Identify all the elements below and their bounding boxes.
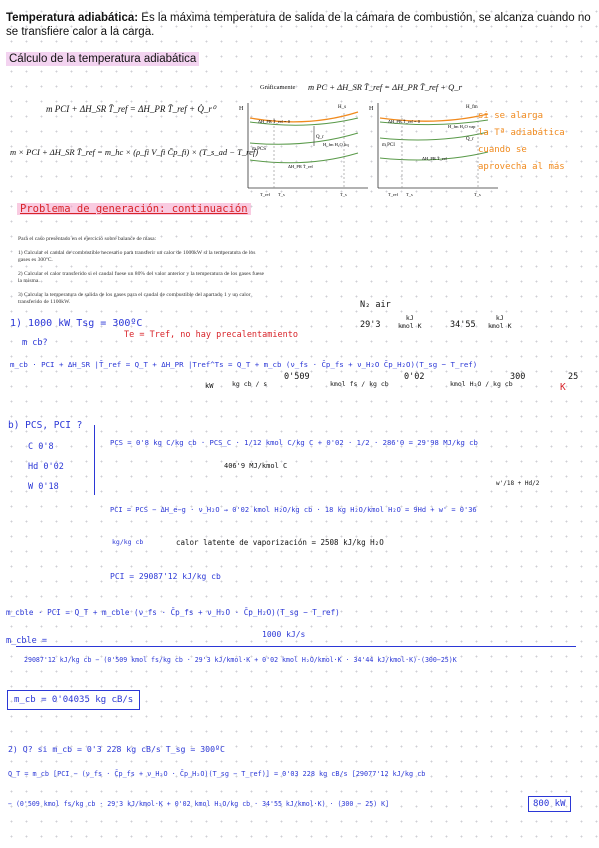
rg-Hm: H_fm	[466, 105, 478, 110]
lg-tag1: ΔH_PR T̄_ref = 0	[258, 119, 291, 124]
lg-Qr: Q_r	[316, 135, 324, 140]
part-b-heading: b) PCS, PCI ?	[8, 420, 83, 431]
problem-statement: Para el caso presentado en el ejercicio …	[18, 236, 268, 313]
comp-w: W 0'18	[28, 482, 59, 492]
side-note-line: aprovecha al más	[478, 162, 565, 172]
note-cp2: 34'55	[450, 320, 476, 330]
lg-Hfm: H_fm H₂O liq	[323, 142, 349, 147]
formula-2: m × PCI + ΔH_SR T̄_ref = m_hc × (ρ_fi V_…	[10, 147, 259, 157]
rg-H: H	[369, 106, 374, 112]
result-q-box: 800 kW	[528, 796, 571, 812]
fraction-bar	[16, 646, 576, 647]
section-subtitle: Cálculo de la temperatura adiabática	[6, 52, 200, 66]
latent-heat: calor latente de vaporización = 2508 kJ/…	[176, 538, 384, 547]
rg-Hfm: H_fm H₂O vap	[448, 124, 476, 129]
rg-Qr: Q_r	[466, 137, 474, 142]
problem-q1: 1) Calcular el caudal de combustible nec…	[18, 250, 256, 263]
problem-q2: 2) Calcular el calor transferido si el c…	[18, 271, 265, 284]
q-equation: Q_T = m_cb [PCI − (ν_fs · C̄p_fs + ν_H₂O…	[8, 770, 426, 778]
lg-tref: T_ref	[260, 192, 270, 197]
graph-caption: Gráficamente	[260, 84, 296, 91]
rg-mpci: m PCI	[382, 143, 395, 148]
side-note: si se alarga la Tª adiabática cuando se …	[478, 108, 565, 176]
brace-line	[94, 425, 95, 495]
formula-1: m PCI + ΔH_SR T̄_ref = ΔH_PR T̄_ref + Q̇…	[46, 104, 216, 114]
lg-tag2: ΔH_PR T̄_ref	[288, 164, 313, 169]
problem-title: Problema de generación: continuación	[17, 203, 251, 215]
note-n2air: N₂ air	[360, 300, 391, 310]
result-mcb-box: m_cb = 0'04035 kg cB/s	[7, 690, 141, 710]
side-note-line: cuando se	[478, 145, 527, 155]
part-2-heading: 2) Q? si m_cb = 0'3 228 kg cB/s T_sg = 3…	[8, 744, 225, 754]
main-energy-equation: m_cble · PCI = Q_T + m_cble (ν_fs · C̄p_…	[6, 608, 340, 617]
pci-unit: kg/kg cb	[112, 538, 144, 546]
side-w: w'/18 + Hd/2	[496, 480, 540, 487]
intro-text: Es la máxima temperatura de salida de la…	[6, 12, 591, 38]
note-u3: kmol fs / kg cb	[330, 380, 389, 388]
rg-tx: T_s	[406, 192, 413, 197]
note-red-te: Te = Tref, no hay precalentamiento	[124, 330, 298, 340]
lg-mpcs: m PCS	[252, 147, 266, 152]
fraction-numerator: 1000 kJ/s	[262, 630, 306, 639]
balance-equation: m_cb · PCI + ΔH_SR |T̄_ref = Q_T + ΔH_PR…	[10, 360, 478, 369]
note-t25: 25	[568, 372, 579, 382]
enthalpy-graphs: H H_s ΔH_PR T̄_ref = 0 Q_r H_fm H₂O liq …	[239, 103, 498, 197]
rg-tref: T_ref	[388, 192, 398, 197]
note-v1: 0'509	[284, 372, 310, 382]
rg-tag2: ΔH_PR T̄_ref	[422, 156, 447, 161]
part-1-heading: 1) 1000 kW Tsg = 300ºC	[10, 318, 143, 329]
note-v2: 0'02	[404, 372, 425, 382]
lg-ts: T_s	[340, 192, 347, 197]
q-equation-continued: − (0'509 kmol fs/kg cb · 29'3 kJ/kmol·K …	[8, 800, 390, 808]
side-note-line: la Tª adiabática	[478, 128, 565, 138]
rg-ts: T_s	[474, 192, 481, 197]
lg-tx: T_s	[278, 192, 285, 197]
pci-value: PCI = 29087'12 kJ/kg cb	[110, 572, 221, 581]
note-mcb: m cb?	[22, 338, 48, 348]
intro-paragraph: Temperatura adiabática: Es la máxima tem…	[6, 11, 594, 39]
note-t300: 300	[510, 372, 526, 382]
pcs-c-value: 406'9 MJ/kmol C	[224, 462, 288, 470]
rg-tag1: ΔH_PR T̄_ref = 0	[388, 119, 421, 124]
lg-Hs: H_s	[338, 105, 346, 110]
note-u4: kmol H₂O / kg cb	[450, 380, 513, 388]
lg-H: H	[239, 106, 244, 112]
fraction-denominator: 29087'12 kJ/kg cb − (0'509 kmol fs/kg cb…	[24, 656, 457, 664]
comp-c: C 0'8	[28, 442, 54, 452]
graph-equation: m PC + ΔH_SR T̄_ref = ΔH_PR T̄_ref + Q_r	[308, 82, 462, 92]
note-uk: K	[560, 382, 566, 393]
graph-panel: Gráficamente m PC + ΔH_SR T̄_ref = ΔH_PR…	[238, 76, 502, 198]
note-u1: kW	[205, 382, 214, 390]
m-cble-label: m_cble =	[6, 636, 47, 646]
comp-h: Hd 0'02	[28, 462, 64, 472]
problem-lead: Para el caso presentado en el ejercicio …	[18, 236, 157, 242]
problem-q3: 3) Calcular la temperatura de salida de …	[18, 292, 251, 305]
pci-equation: PCI = PCS − ΔH_e−g · ν_H₂O → 0'02 kmol H…	[110, 506, 477, 514]
intro-bold: Temperatura adiabática:	[6, 12, 139, 24]
side-note-line: si se alarga	[478, 111, 544, 121]
pcs-equation: PCS = 0'8 kg C/kg cb · PCS_C · 1/12 kmol…	[110, 438, 478, 447]
note-cp1: 29'3	[360, 320, 381, 330]
note-u2: kg cb / s	[232, 380, 268, 388]
